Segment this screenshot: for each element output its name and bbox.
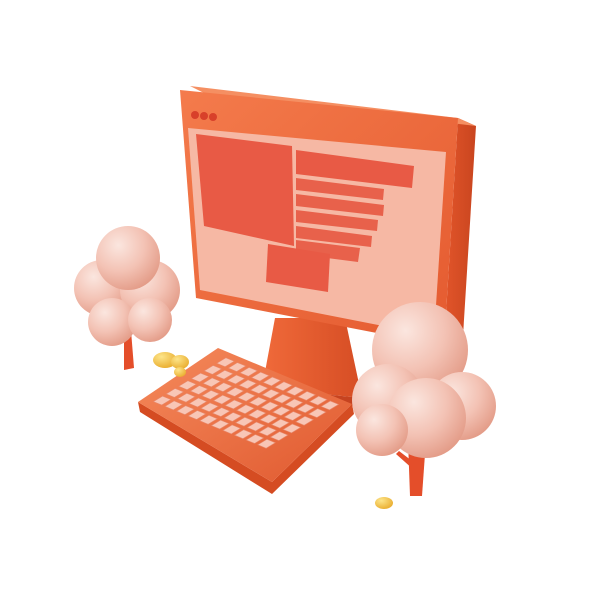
keyboard-key [271, 406, 291, 416]
text-line [296, 240, 360, 262]
keyboard-key [262, 376, 282, 387]
keyboard-key [296, 403, 315, 414]
keyboard-key [258, 426, 277, 437]
keyboard-key [216, 357, 235, 368]
keyboard-key [223, 412, 243, 422]
keyboard-key [235, 416, 254, 427]
keyboard-key [215, 369, 234, 380]
three-dots-icon [191, 111, 217, 121]
monitor [180, 86, 476, 352]
keyboard-key [189, 385, 209, 395]
keyboard-key [245, 434, 265, 444]
keyboard-key [248, 396, 268, 407]
keyboard-key [222, 424, 242, 435]
keyboard-key [233, 429, 253, 439]
keyboard [138, 348, 354, 494]
keyboard-key [250, 371, 270, 382]
keyboard-key [210, 419, 230, 430]
keyboard-key [257, 438, 276, 449]
text-line [296, 178, 384, 200]
text-line [296, 210, 378, 231]
keyboard-key [175, 405, 195, 415]
keyboard-key [164, 400, 184, 411]
keyboard-key [226, 374, 246, 385]
tree-icon [352, 302, 496, 496]
keyboard-key [178, 380, 197, 391]
pebble-icon [153, 352, 393, 509]
keyboard-key [199, 414, 218, 425]
keyboard-key [236, 404, 255, 415]
keyboard-key [165, 388, 185, 398]
keyboard-key [213, 382, 233, 392]
tree-icon [74, 226, 180, 370]
keyboard-key [259, 414, 279, 424]
keyboard-key [320, 400, 340, 411]
keyboard-key [261, 389, 281, 399]
keyboard-key [239, 367, 259, 377]
keyboard-key [224, 399, 244, 410]
keyboard-key [274, 381, 293, 392]
keyboard-key [201, 390, 221, 400]
keyboard-key [237, 391, 256, 402]
keyboard-key [152, 395, 172, 406]
keyboard-key [190, 372, 210, 383]
keyboard-key [307, 408, 327, 418]
keyboard-key [285, 386, 305, 396]
text-line [296, 194, 384, 216]
keyboard-key [212, 394, 232, 405]
screen-layout [196, 134, 414, 292]
keyboard-key [227, 362, 247, 372]
keyboard-key [187, 410, 207, 420]
keyboard-key [238, 379, 257, 390]
keyboard-key [282, 423, 302, 434]
keyboard-key [246, 421, 266, 432]
keyboard-key [188, 397, 208, 408]
keyboard-keys [152, 357, 340, 449]
keyboard-key [225, 387, 245, 397]
keyboard-key [203, 365, 223, 375]
keyboard-key [270, 418, 290, 429]
keyboard-key [308, 395, 328, 406]
text-line [296, 226, 372, 247]
keyboard-key [202, 377, 222, 388]
text-line [296, 150, 414, 188]
keyboard-key [200, 402, 219, 413]
keyboard-key [269, 431, 289, 441]
keyboard-key [247, 409, 267, 419]
keyboard-key [211, 407, 231, 417]
keyboard-key [273, 393, 292, 404]
keyboard-key [283, 411, 303, 421]
keyboard-key [297, 391, 317, 401]
button-block [266, 244, 330, 292]
keyboard-key [249, 384, 269, 394]
keyboard-key [177, 392, 196, 403]
keyboard-key [295, 415, 314, 426]
keyboard-key [260, 401, 280, 412]
keyboard-key [284, 398, 304, 409]
image-block [196, 134, 294, 246]
